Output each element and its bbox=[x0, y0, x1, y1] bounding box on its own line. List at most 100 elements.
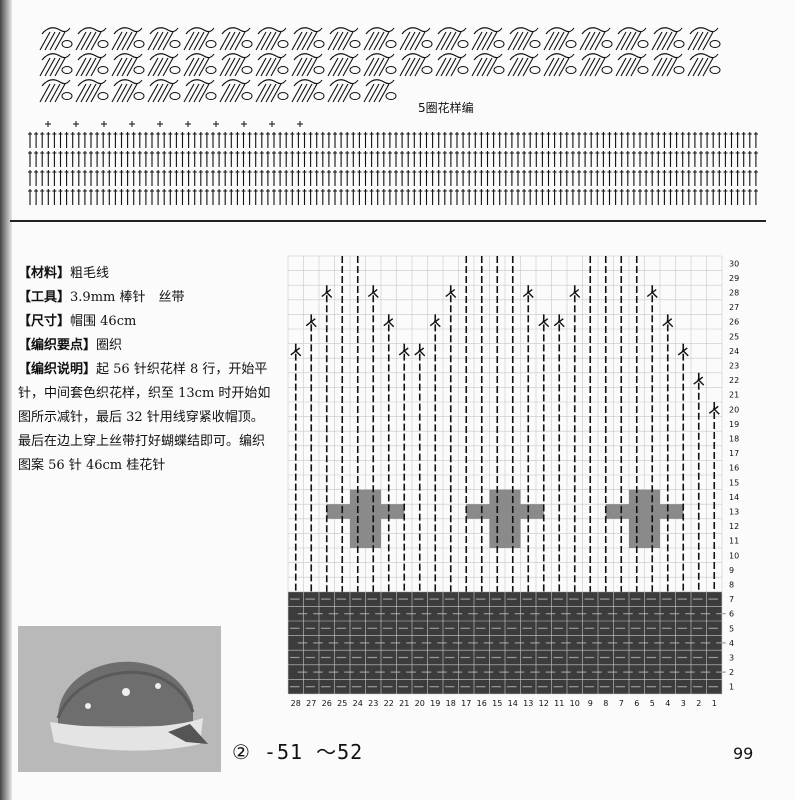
stitch-symbol bbox=[601, 170, 606, 186]
column-label: 16 bbox=[477, 699, 487, 708]
stitch-symbol bbox=[34, 151, 39, 167]
stitch-symbol bbox=[473, 170, 478, 186]
column-label: 18 bbox=[446, 699, 456, 708]
stitch-symbol bbox=[229, 189, 234, 205]
stitch-symbol bbox=[217, 170, 222, 186]
stitch-symbol bbox=[235, 170, 240, 186]
stitch-symbol bbox=[491, 132, 496, 148]
row-label: 2 bbox=[729, 668, 734, 677]
stitch-symbol bbox=[235, 132, 240, 148]
stitch-symbol bbox=[711, 151, 716, 167]
stitch-symbol bbox=[607, 189, 612, 205]
stitch-symbol bbox=[686, 170, 691, 186]
stitch-symbol bbox=[583, 170, 588, 186]
stitch-symbol bbox=[217, 132, 222, 148]
stitch-symbol bbox=[162, 170, 167, 186]
stitch-symbol bbox=[461, 189, 466, 205]
stitch-symbol bbox=[656, 189, 661, 205]
decrease-mark bbox=[290, 347, 302, 357]
stitch-symbol bbox=[95, 189, 100, 205]
stitch-symbol bbox=[64, 170, 69, 186]
stitch-symbol bbox=[229, 170, 234, 186]
stitch-symbol bbox=[638, 151, 642, 167]
stitch-symbol bbox=[229, 151, 234, 167]
stitch-symbol bbox=[369, 151, 374, 167]
stitch-symbol bbox=[412, 189, 417, 205]
single-crochet-mark bbox=[129, 121, 135, 127]
stitch-symbol bbox=[540, 170, 545, 186]
stitch-symbol bbox=[418, 151, 423, 167]
row-label: 20 bbox=[729, 405, 739, 414]
shell-cluster bbox=[291, 53, 325, 77]
stitch-symbol bbox=[412, 132, 417, 148]
stitch-symbol bbox=[656, 170, 661, 186]
shell-cluster bbox=[147, 79, 181, 103]
stitch-symbol bbox=[241, 189, 246, 205]
stitch-symbol bbox=[650, 170, 655, 186]
stitch-symbol bbox=[522, 132, 527, 148]
row-label: 12 bbox=[729, 522, 739, 531]
stitch-symbol bbox=[119, 132, 124, 148]
stitch-symbol bbox=[34, 132, 39, 148]
stitch-symbol bbox=[607, 132, 612, 148]
stitch-symbol bbox=[180, 189, 185, 205]
shell-cluster bbox=[183, 79, 217, 103]
instructions-value: 起 56 针织花样 8 行，开始平针，中间套色织花样，织至 13cm 时开始如图… bbox=[18, 362, 271, 473]
stitch-symbol bbox=[28, 151, 32, 167]
stitch-symbol bbox=[516, 132, 520, 148]
shell-cluster bbox=[435, 27, 469, 51]
stitch-symbol bbox=[34, 170, 39, 186]
stitch-symbol bbox=[424, 132, 429, 148]
stitch-symbol bbox=[516, 189, 520, 205]
stitch-symbol bbox=[180, 151, 185, 167]
stitch-symbol bbox=[613, 170, 618, 186]
key-points-label: 【编织要点】 bbox=[18, 338, 97, 353]
stitch-symbol bbox=[211, 170, 215, 186]
shell-cluster bbox=[39, 27, 73, 51]
stitch-symbol bbox=[607, 170, 612, 186]
single-crochet-mark bbox=[241, 121, 247, 127]
stitch-symbol bbox=[619, 189, 624, 205]
stitch-symbol bbox=[247, 151, 252, 167]
stitch-symbol bbox=[296, 132, 301, 148]
stitch-symbol bbox=[76, 132, 81, 148]
stitch-symbol bbox=[613, 132, 618, 148]
stitch-symbol bbox=[101, 189, 106, 205]
stitch-symbol bbox=[186, 132, 191, 148]
stitch-symbol bbox=[296, 170, 301, 186]
stitch-symbol bbox=[265, 132, 270, 148]
stitch-symbol bbox=[326, 151, 331, 167]
material-label: 【材料】 bbox=[18, 266, 71, 281]
single-crochet-mark bbox=[213, 121, 219, 127]
stitch-symbol bbox=[546, 170, 551, 186]
stitch-symbol bbox=[668, 189, 673, 205]
stitch-symbol bbox=[375, 170, 380, 186]
stitch-symbol bbox=[186, 151, 191, 167]
stitch-symbol bbox=[113, 151, 118, 167]
stitch-symbol bbox=[625, 132, 630, 148]
stitch-symbol bbox=[46, 189, 51, 205]
stitch-symbol bbox=[723, 170, 728, 186]
stitch-symbol bbox=[448, 132, 453, 148]
stitch-symbol bbox=[509, 151, 514, 167]
column-label: 5 bbox=[650, 699, 655, 708]
shell-cluster bbox=[327, 27, 361, 51]
stitch-symbol bbox=[58, 170, 63, 186]
stitch-symbol bbox=[461, 170, 466, 186]
stitch-symbol bbox=[320, 151, 325, 167]
stitch-symbol bbox=[497, 132, 502, 148]
stitch-symbol bbox=[143, 151, 148, 167]
shell-cluster bbox=[219, 27, 253, 51]
stitch-symbol bbox=[461, 151, 466, 167]
stitch-symbol bbox=[485, 170, 490, 186]
stitch-symbol bbox=[674, 170, 679, 186]
stitch-symbol bbox=[680, 151, 685, 167]
shell-cluster bbox=[399, 27, 433, 51]
stitch-symbol bbox=[150, 151, 154, 167]
stitch-symbol bbox=[644, 132, 649, 148]
stitch-symbol bbox=[278, 170, 283, 186]
stitch-symbol bbox=[150, 189, 154, 205]
shell-cluster bbox=[291, 27, 325, 51]
stitch-symbol bbox=[52, 151, 57, 167]
stitch-symbol bbox=[570, 151, 575, 167]
